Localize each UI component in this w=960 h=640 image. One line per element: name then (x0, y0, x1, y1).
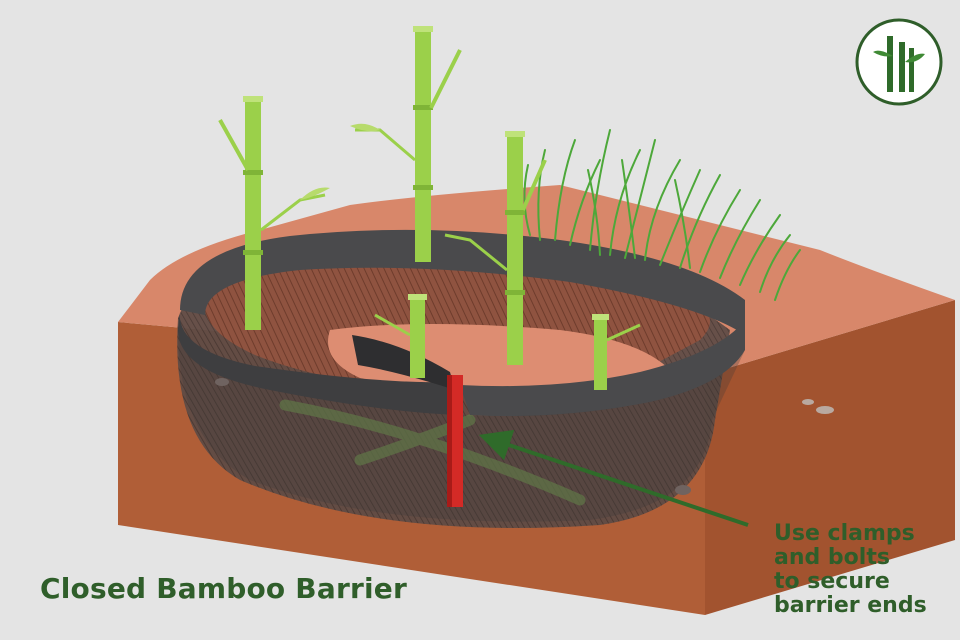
annotation-text: Use clamps and bolts to secure barrier e… (774, 522, 954, 618)
stone (675, 485, 691, 495)
annotation-line: and bolts (774, 545, 890, 570)
stone (802, 399, 814, 405)
bamboo-logo-icon (855, 18, 943, 106)
bamboo-stalk-4 (374, 294, 427, 378)
diagram-title: Closed Bamboo Barrier (40, 572, 407, 605)
stone (215, 378, 229, 386)
bamboo-stalk-2 (350, 26, 462, 262)
barrier-ring-front-right (460, 320, 745, 417)
stone (816, 406, 834, 414)
grass-patch (523, 129, 801, 301)
barrier-ring-front (178, 310, 460, 415)
annotation-line: Use clamps (774, 521, 915, 546)
bamboo-stalk-5 (592, 314, 641, 390)
soil-right-face (705, 300, 955, 615)
barrier-overlap-flap (352, 335, 455, 390)
annotation-line: barrier ends (774, 593, 927, 618)
bamboo-stalk-1 (218, 96, 330, 330)
clamp-bolt-shadow (447, 375, 452, 507)
bamboo-stalk-3 (444, 131, 547, 365)
barrier-ring-back (180, 229, 745, 335)
annotation-arrow (478, 429, 749, 527)
annotation-line: to secure (774, 569, 890, 594)
bamboo-stalks (218, 26, 641, 390)
